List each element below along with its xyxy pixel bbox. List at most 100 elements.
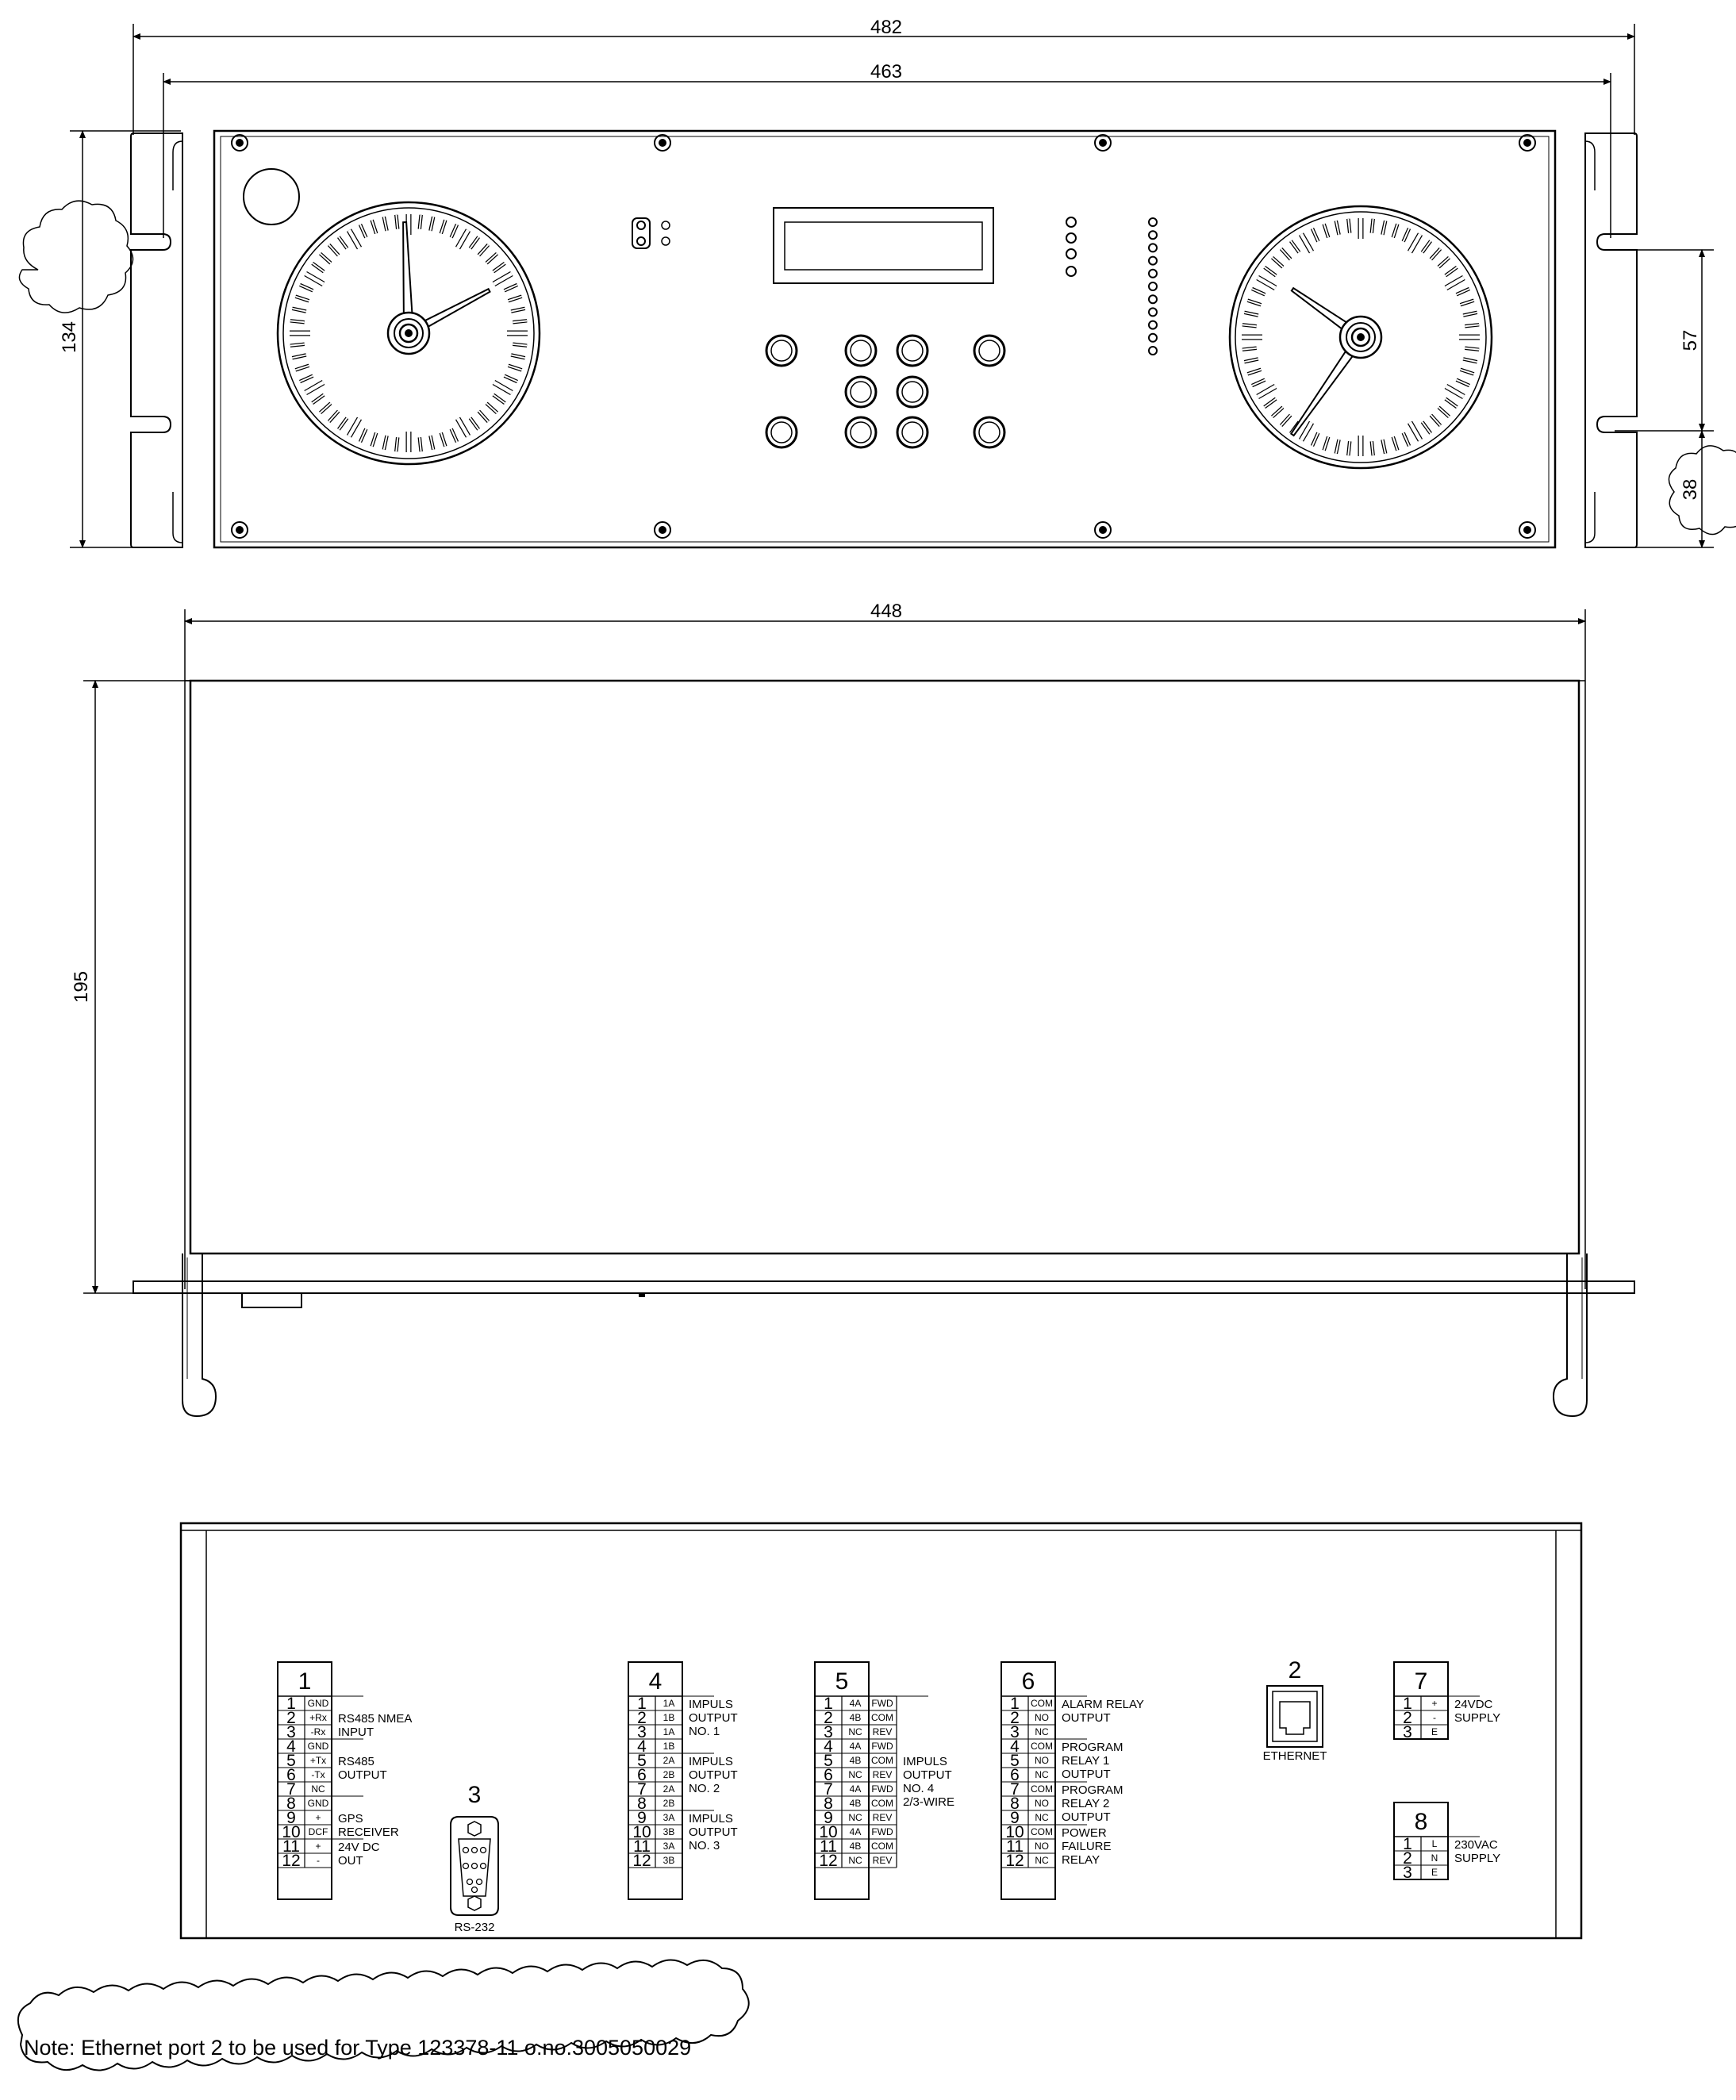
- terminal-pin-signal: 1A: [663, 1726, 675, 1737]
- terminal-pin-signal: 4A: [850, 1698, 862, 1709]
- led: [1148, 243, 1158, 253]
- terminal-pin-number: 7: [1010, 1780, 1020, 1799]
- terminal-label: NO. 3: [689, 1839, 720, 1852]
- dimension-38-label: 38: [1680, 479, 1701, 501]
- terminal-pin-number: 11: [1006, 1837, 1024, 1856]
- terminal-pin-signal: 4A: [850, 1741, 862, 1752]
- terminal-pin-number: 9: [286, 1809, 296, 1827]
- terminal-pin-signal: REV: [873, 1726, 893, 1737]
- terminal-pin-signal: FWD: [871, 1783, 893, 1795]
- ethernet-port: 2 ETHERNET: [1263, 1657, 1327, 1763]
- terminal-pin-number: 6: [637, 1766, 647, 1784]
- terminal-pin-number: 7: [286, 1780, 296, 1799]
- terminal-pin-signal: 4A: [850, 1826, 862, 1837]
- terminal-label: SUPPLY: [1454, 1711, 1500, 1725]
- terminal-pin-number: 6: [824, 1766, 833, 1784]
- terminal-pin-signal: NC: [848, 1855, 862, 1866]
- terminal-pin-signal: COM: [871, 1712, 893, 1723]
- terminal-label: RELAY 2: [1062, 1797, 1109, 1810]
- terminal-label: OUTPUT: [1062, 1768, 1111, 1781]
- panel-screws: [231, 134, 1536, 539]
- terminal-pin-number: 2: [286, 1709, 296, 1727]
- led: [1066, 266, 1077, 277]
- terminal-pin-number: 3: [1403, 1723, 1412, 1741]
- db9-pin: [466, 1878, 474, 1886]
- keypad: [765, 334, 1006, 449]
- dimension-57-label: 57: [1680, 330, 1701, 351]
- rack-ear-right: [1584, 132, 1638, 548]
- dimension-depth: 195: [71, 680, 190, 1294]
- terminal-pin-number: 2: [1010, 1709, 1020, 1727]
- terminal-pin-signal: GND: [308, 1698, 329, 1709]
- note-text: Note: Ethernet port 2 to be used for Typ…: [24, 2036, 691, 2060]
- terminal-label: OUTPUT: [338, 1768, 387, 1782]
- terminal-label: 2/3-WIRE: [903, 1795, 954, 1809]
- terminal-pin-number: 1: [637, 1695, 647, 1713]
- terminal-pin-number: 2: [1403, 1709, 1412, 1727]
- terminal-pin-signal: -Rx: [311, 1726, 326, 1737]
- dimension-width-panel: 463: [163, 61, 1611, 238]
- terminal-pin-signal: 4B: [850, 1755, 862, 1766]
- clock-bezel: [276, 201, 541, 466]
- terminal-pin-signal: 1B: [663, 1741, 675, 1752]
- terminal-pin-signal: 2B: [663, 1798, 675, 1809]
- screw: [654, 521, 671, 539]
- terminal-pin-number: 3: [286, 1723, 296, 1741]
- terminal-pin-signal: NO: [1035, 1712, 1049, 1723]
- dimension-height: 134: [18, 130, 181, 548]
- terminal-pin-number: 12: [282, 1852, 300, 1870]
- terminal-pin-number: 1: [824, 1695, 833, 1713]
- analog-clock-left: [276, 201, 541, 466]
- terminal-pin-signal: 2B: [663, 1769, 675, 1780]
- terminal-pin-number: 12: [632, 1852, 651, 1870]
- led: [1148, 320, 1158, 330]
- terminal-label: RS485 NMEA: [338, 1712, 412, 1726]
- front-plate-edge: [133, 1280, 1635, 1294]
- terminal-label: 24VDC: [1454, 1698, 1493, 1711]
- terminal-block-number: 5: [835, 1668, 849, 1695]
- terminal-label: SUPPLY: [1454, 1852, 1500, 1865]
- terminal-pin-number: 4: [1010, 1737, 1020, 1756]
- terminal-pin-signal: NC: [311, 1783, 325, 1795]
- terminal-label: GPS: [338, 1812, 363, 1826]
- terminal-block-number: 1: [298, 1668, 312, 1695]
- terminal-pin-number: 12: [819, 1852, 837, 1870]
- terminal-label: RELAY 1: [1062, 1754, 1109, 1768]
- clock-bezel: [1228, 205, 1493, 470]
- terminal-pin-signal: E: [1431, 1726, 1438, 1737]
- terminal-pin-number: 4: [824, 1737, 833, 1756]
- terminal-pin-signal: +Tx: [310, 1755, 326, 1766]
- terminal-pin-number: 7: [824, 1780, 833, 1799]
- terminal-block-frame: [814, 1661, 870, 1900]
- screw: [1519, 134, 1536, 152]
- terminal-block-number: 6: [1022, 1668, 1035, 1695]
- led: [1148, 294, 1158, 305]
- terminal-pin-signal: 4B: [850, 1798, 862, 1809]
- terminal-pin-number: 5: [824, 1752, 833, 1770]
- dimension-463-label: 463: [870, 61, 902, 83]
- terminal-pin-number: 6: [286, 1766, 296, 1784]
- terminal-pin-number: 1: [1403, 1695, 1412, 1713]
- terminal-label: RELAY: [1062, 1853, 1100, 1867]
- terminal-label: OUT: [338, 1854, 363, 1868]
- terminal-pin-signal: 3B: [663, 1855, 675, 1866]
- terminal-pin-signal: 2A: [663, 1783, 675, 1795]
- led: [1148, 332, 1158, 343]
- terminal-pin-signal: COM: [871, 1798, 893, 1809]
- terminal-pin-number: 8: [824, 1795, 833, 1813]
- dimension-134-label: 134: [59, 321, 80, 353]
- terminal-pin-number: 1: [1010, 1695, 1020, 1713]
- terminal-label: RS485: [338, 1755, 374, 1768]
- screw: [231, 521, 248, 539]
- terminal-pin-number: 3: [637, 1723, 647, 1741]
- terminal-pin-number: 5: [1010, 1752, 1020, 1770]
- terminal-label: PROGRAM: [1062, 1741, 1123, 1754]
- note-callout: Note: Ethernet port 2 to be used for Typ…: [17, 1959, 750, 2071]
- terminal-label: RECEIVER: [338, 1826, 399, 1839]
- terminal-pin-signal: -Tx: [311, 1769, 325, 1780]
